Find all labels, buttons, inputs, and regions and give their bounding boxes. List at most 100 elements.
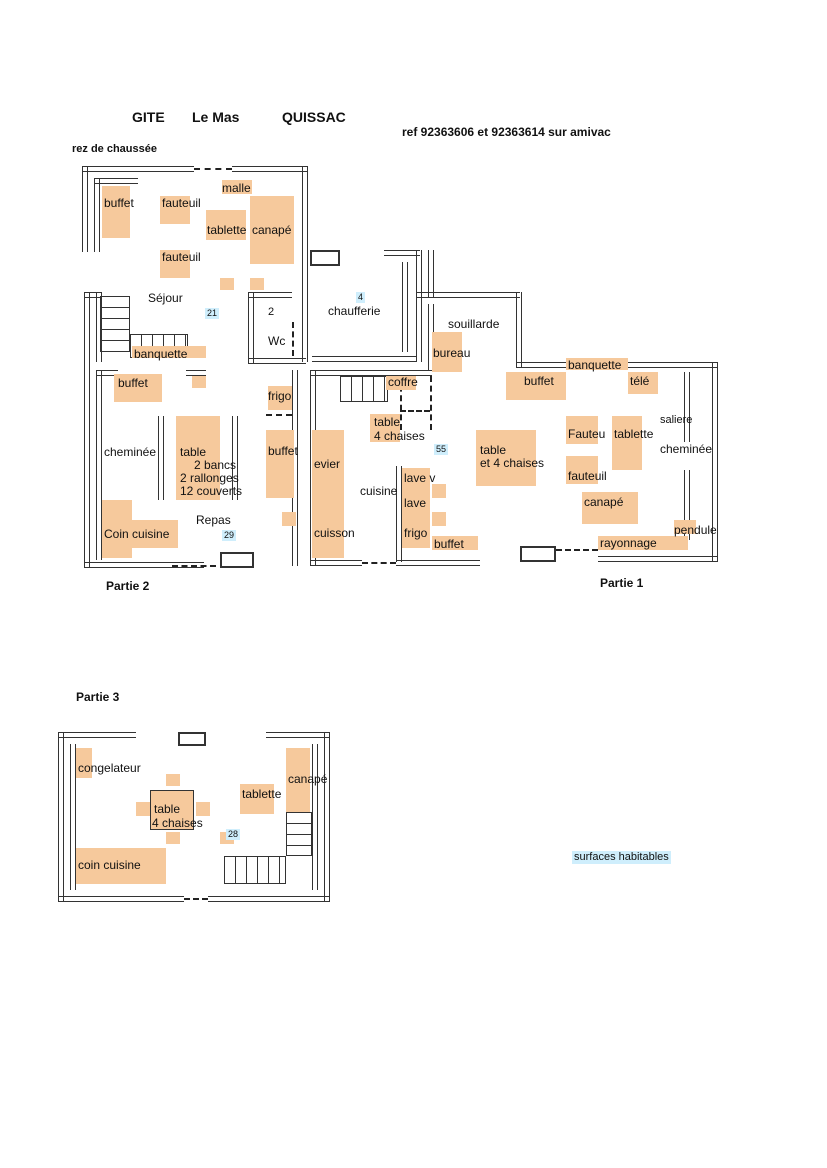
label-bancs: 2 bancs [194, 458, 237, 472]
door [184, 898, 208, 900]
chair-block [220, 278, 234, 290]
label-partie-1: Partie 1 [600, 576, 644, 590]
tablette-block [240, 784, 274, 814]
fauteuil-block [160, 250, 190, 278]
label-repas: Repas [196, 513, 231, 527]
label-chaises: 4 chaises [152, 816, 203, 830]
table-block [476, 430, 536, 486]
wall [84, 292, 102, 298]
window [520, 546, 556, 562]
buffet-block [102, 186, 130, 238]
wall [94, 178, 100, 252]
label-coin-cuisine: Coin cuisine [104, 527, 170, 541]
fauteuil-block [160, 196, 190, 224]
wall [310, 370, 432, 376]
label-canape: canapé [252, 223, 292, 237]
wall [428, 250, 434, 298]
wall [396, 466, 402, 562]
chair-block [136, 802, 150, 816]
wall [516, 292, 522, 368]
wall [82, 166, 194, 172]
bench [158, 416, 164, 500]
label-frigo: frigo [268, 389, 292, 403]
label-wc: Wc [268, 334, 286, 348]
table-block [150, 790, 194, 830]
wall [208, 896, 330, 902]
label-banquette: banquette [134, 347, 188, 361]
staircase [286, 812, 312, 856]
label-saliere: saliere [660, 414, 693, 426]
reference-text: ref 92363606 et 92363614 sur amivac [402, 125, 611, 139]
area-badge-28: 28 [226, 829, 241, 840]
door [292, 322, 294, 356]
label-tablette: tablette [242, 787, 282, 801]
table-block [370, 414, 400, 442]
chair-block [432, 512, 446, 526]
congelateur-block [76, 748, 92, 778]
wall [266, 732, 330, 738]
chair-block [196, 802, 210, 816]
label-couverts: 12 couverts [180, 484, 243, 498]
label-canape: canapé [584, 495, 624, 509]
label-cuisson: cuisson [314, 526, 355, 540]
coin-cuisine-block [76, 848, 166, 884]
table-block [176, 416, 220, 500]
chair-block [166, 774, 180, 786]
label-rayonnage: rayonnage [600, 536, 657, 550]
wall [312, 744, 318, 890]
label-buffet: buffet [524, 374, 554, 388]
pendule-block [674, 520, 696, 534]
label-souillarde: souillarde [448, 317, 500, 331]
wall [684, 372, 690, 442]
coffre-block [386, 376, 416, 390]
wall [402, 262, 408, 352]
label-tablette: tablette [614, 427, 654, 441]
window [310, 250, 340, 266]
label-table: table [154, 802, 181, 816]
legend-surfaces-habitables: surfaces habitables [572, 851, 671, 864]
wall [232, 166, 308, 172]
wall [384, 250, 420, 256]
wall [600, 362, 718, 368]
buffet-block [506, 372, 566, 400]
wall [84, 292, 90, 568]
label-cheminee: cheminée [660, 442, 713, 456]
label-coffre: coffre [388, 375, 418, 389]
buffet-block [114, 374, 162, 402]
chair-block [432, 484, 446, 498]
label-fauteuil: fauteuil [568, 469, 607, 483]
wall [82, 166, 88, 252]
label-evier: evier [314, 457, 341, 471]
window [220, 552, 254, 568]
label-banquette: banquette [568, 358, 622, 372]
rayonnage-block [598, 536, 688, 550]
staircase [100, 296, 130, 352]
bench [232, 416, 238, 500]
wall [248, 292, 292, 298]
label-frigo: frigo [404, 526, 428, 540]
label-lave-v: lave v [404, 471, 436, 485]
label-rallonges: 2 rallonges [180, 471, 239, 485]
door [430, 376, 432, 430]
label-partie-3: Partie 3 [76, 690, 120, 704]
staircase [224, 856, 286, 884]
wall [416, 250, 422, 362]
label-lave: lave [404, 496, 427, 510]
tablette-block [612, 416, 642, 470]
banquette-block [566, 358, 628, 370]
buffet-block [432, 536, 478, 550]
chair-block [282, 512, 296, 526]
label-coin-cuisine: coin cuisine [78, 858, 141, 872]
label-buffet: buffet [268, 444, 298, 458]
label-fauteuil: fauteuil [162, 250, 201, 264]
area-badge-4: 4 [356, 292, 366, 303]
bureau-block [432, 332, 462, 372]
fauteuil-block [566, 416, 598, 444]
door [556, 549, 598, 551]
area-badge-29: 29 [222, 530, 237, 541]
label-sejour: Séjour [148, 291, 183, 305]
label-canape: canapé [288, 772, 328, 786]
wall [516, 362, 568, 368]
label-table-4-chaises: table et 4 chaises [480, 443, 545, 470]
wall [302, 166, 308, 362]
